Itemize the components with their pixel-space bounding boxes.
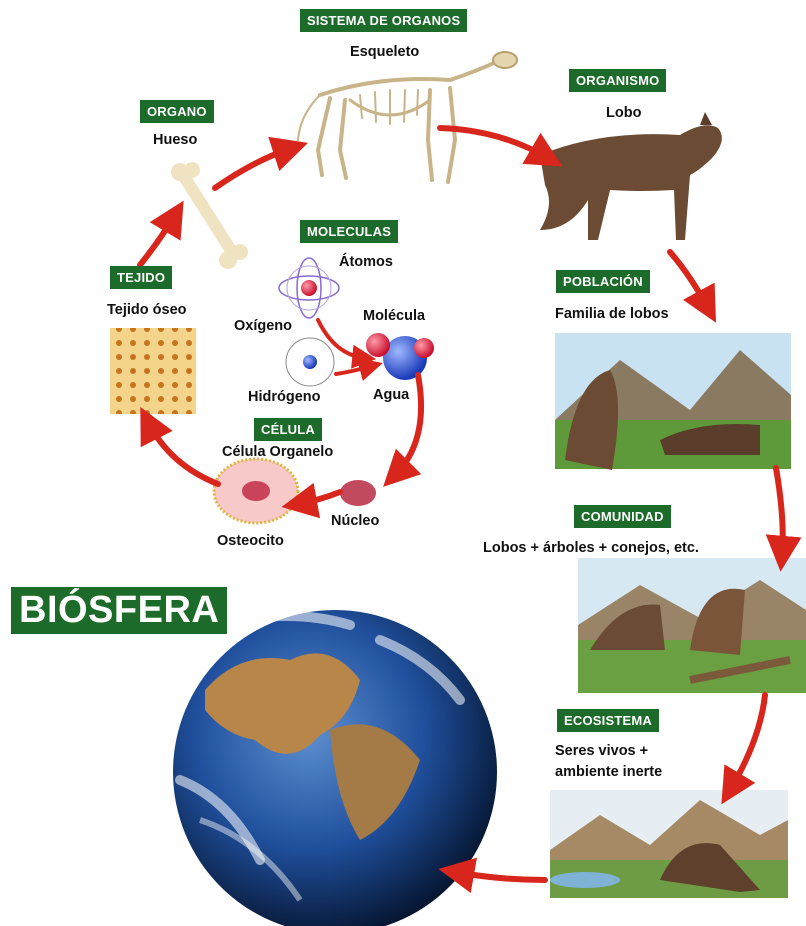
label-ambiente-inerte: ambiente inerte: [555, 764, 663, 780]
label-atomos: Átomos: [339, 254, 393, 270]
label-osteocito: Osteocito: [217, 533, 284, 549]
arrow-population-to-community: [765, 465, 802, 572]
tag-celula: CÉLULA: [254, 418, 322, 441]
skeleton-image: [297, 51, 518, 184]
label-celula-organelo: Célula Organelo: [222, 444, 334, 460]
tag-moleculas: MOLECULAS: [300, 220, 399, 243]
tag-organismo: ORGANISMO: [569, 69, 667, 92]
tag-sistema-de-organos: SISTEMA DE ORGANOS: [300, 9, 468, 32]
arrow-wolf-to-population: [667, 249, 717, 323]
oxygen-atom-image: [278, 257, 340, 319]
label-hueso: Hueso: [153, 132, 198, 148]
arrow-oxygen-to-molecule: [316, 318, 377, 369]
hydrogen-atom-image: [285, 337, 335, 387]
bone-tissue-image: [110, 328, 196, 414]
arrow-skeleton-to-wolf: [437, 125, 563, 167]
label-lobos-arboles-conejos: Lobos + árboles + conejos, etc.: [483, 540, 699, 556]
label-esqueleto: Esqueleto: [350, 44, 420, 60]
label-nucleo: Núcleo: [331, 513, 380, 529]
tag-organo: ORGANO: [140, 100, 214, 123]
earth-image: [173, 610, 497, 926]
osteocyte-image: [212, 457, 300, 525]
label-familia-de-lobos: Familia de lobos: [555, 306, 669, 322]
arrow-cell-to-tissue: [140, 407, 221, 487]
arrow-tissue-to-bone: [137, 200, 184, 268]
tag-tejido: TEJIDO: [110, 266, 173, 289]
label-seres-vivos: Seres vivos +: [555, 743, 649, 759]
label-hidrogeno: Hidrógeno: [248, 389, 321, 405]
community-image: [578, 558, 806, 693]
arrow-hydrogen-to-molecule: [334, 357, 383, 381]
flow-arrows: [137, 125, 802, 894]
nucleus-image: [340, 480, 376, 506]
water-molecule-image: [366, 333, 434, 380]
bone-image: [171, 162, 248, 269]
label-lobo: Lobo: [606, 105, 642, 121]
label-agua: Agua: [373, 387, 410, 403]
arrow-ecosystem-to-earth: [438, 857, 548, 894]
title-biosfera: BIÓSFERA: [11, 587, 228, 634]
tag-poblacion: POBLACIÓN: [556, 270, 650, 293]
tag-comunidad: COMUNIDAD: [574, 505, 671, 528]
arrow-bone-to-skeleton: [212, 136, 308, 191]
arrow-community-to-ecosystem: [721, 692, 768, 805]
label-molecula: Molécula: [363, 308, 426, 324]
wolf-image: [540, 112, 722, 240]
tag-ecosistema: ECOSISTEMA: [557, 709, 659, 732]
arrow-molecule-to-nucleus: [383, 372, 425, 487]
population-image: [555, 333, 791, 470]
ecosystem-image: [550, 790, 788, 898]
label-oxigeno: Oxígeno: [234, 318, 293, 334]
label-tejido-oseo: Tejido óseo: [107, 302, 187, 318]
arrow-nucleus-to-cell: [281, 482, 343, 519]
